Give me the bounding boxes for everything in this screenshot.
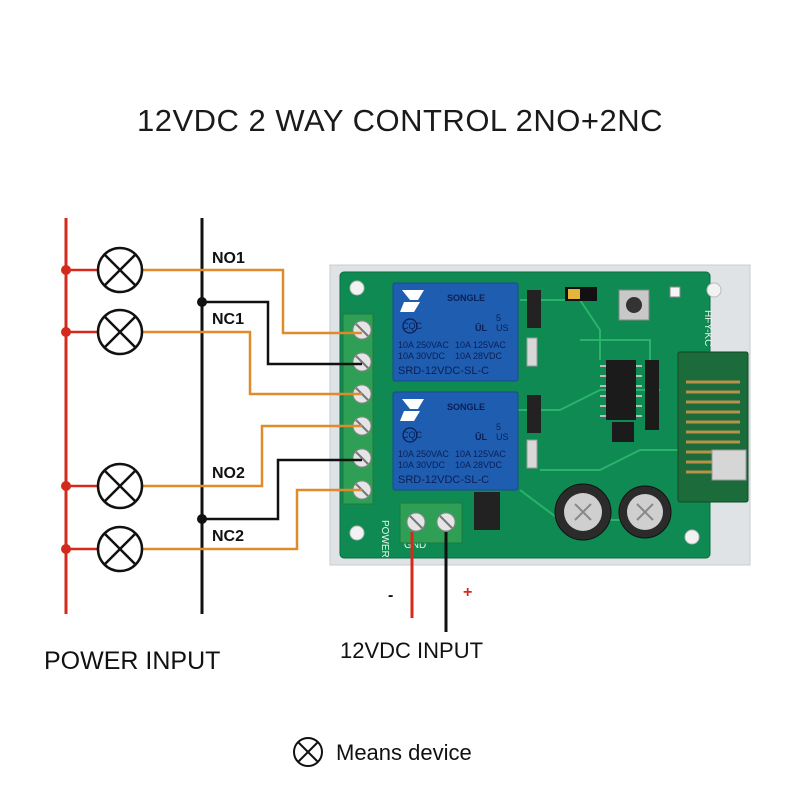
jumper-cap[interactable] <box>568 289 580 299</box>
relay-rating-3: 10A 30VDC <box>398 460 446 470</box>
com2-wire <box>202 458 362 521</box>
mounting-hole <box>349 280 365 296</box>
device-feed-wires <box>66 268 98 551</box>
dc-input-label: 12VDC INPUT <box>340 638 483 663</box>
transistor-ic <box>612 422 634 442</box>
load-wires <box>142 268 362 551</box>
relay-cqc: CQC <box>402 321 423 331</box>
device-icon <box>96 462 144 510</box>
com1-wire <box>202 300 362 366</box>
relay-rating-1: 10A 250VAC <box>398 340 449 350</box>
mounting-hole <box>349 525 365 541</box>
relay-cqc: CQC <box>402 430 423 440</box>
ic-pins <box>600 365 642 417</box>
label-nc1: NC1 <box>212 311 244 328</box>
polarity-positive: + <box>463 584 472 601</box>
board-id: HFY-KC <box>702 310 713 346</box>
decoder-ic <box>606 360 636 420</box>
nc2-wire <box>142 488 362 551</box>
label-no1: NO1 <box>212 250 245 267</box>
relay-rating-3: 10A 30VDC <box>398 351 446 361</box>
relay-brand: SONGLE <box>447 293 485 303</box>
screw-terminals[interactable] <box>352 320 372 500</box>
relay-five-mark: 5 <box>496 422 501 432</box>
ul-mark-icon: ŪL <box>475 323 487 333</box>
no2-wire <box>142 424 362 488</box>
relay-model: SRD-12VDC-SL-C <box>398 474 489 486</box>
relay-rating-4: 10A 28VDC <box>455 351 503 361</box>
live-junction-dots <box>61 265 71 554</box>
device-icon <box>96 308 144 356</box>
mounting-hole <box>684 529 700 545</box>
led <box>669 286 681 298</box>
no1-wire <box>142 268 362 335</box>
power-input-label: POWER INPUT <box>44 647 220 675</box>
cqc-mark-icon <box>402 427 418 443</box>
relay-rating-2: 10A 125VAC <box>455 340 506 350</box>
ul-mark-icon: ŪL <box>475 432 487 442</box>
relay-us-mark: US <box>496 323 509 333</box>
relay-board: SONGLE CQC ŪL 5 US 10A 250VAC 10A 125VAC… <box>329 264 751 566</box>
device-icon <box>96 525 144 573</box>
nc1-wire <box>142 330 362 396</box>
legend-text: Means device <box>336 740 472 765</box>
output-terminal-block <box>342 313 374 505</box>
power-terminal-block <box>399 502 463 544</box>
terminal-housing <box>342 313 374 505</box>
capacitor-2 <box>618 485 672 539</box>
rf-receiver-module <box>677 351 749 503</box>
songle-logo-icon <box>400 399 424 421</box>
mounting-hole <box>706 282 722 298</box>
relay-model: SRD-12VDC-SL-C <box>398 365 489 377</box>
common-wires <box>202 300 362 521</box>
songle-logo-icon <box>400 290 424 312</box>
relay-2: SONGLE CQC ŪL 5 US 10A 250VAC 10A 125VAC… <box>392 391 519 491</box>
resistor-array <box>645 360 659 430</box>
relay-body <box>392 282 519 382</box>
button-cap-icon[interactable] <box>626 297 642 313</box>
label-no2: NO2 <box>212 465 245 482</box>
crystal <box>711 449 747 481</box>
neutral-junction-dots <box>197 297 207 524</box>
relay-body <box>392 391 519 491</box>
relay-rating-1: 10A 250VAC <box>398 449 449 459</box>
regulator <box>474 492 500 530</box>
capacitor-1 <box>554 483 612 541</box>
capacitor-vent-icon <box>574 503 592 521</box>
relay-brand: SONGLE <box>447 402 485 412</box>
resistor <box>526 337 538 367</box>
legend: Means device <box>293 737 472 767</box>
relay-1: SONGLE CQC ŪL 5 US 10A 250VAC 10A 125VAC… <box>392 282 519 382</box>
diode <box>527 290 541 328</box>
diode <box>527 395 541 433</box>
relay-us-mark: US <box>496 432 509 442</box>
legend-device-icon <box>293 737 323 767</box>
relay-five-mark: 5 <box>496 313 501 323</box>
diagram-title: 12VDC 2 WAY CONTROL 2NO+2NC <box>137 103 663 138</box>
capacitor-vent-icon <box>636 503 654 521</box>
relay-rating-2: 10A 125VAC <box>455 449 506 459</box>
relay-rating-4: 10A 28VDC <box>455 460 503 470</box>
gnd-silk: GND <box>404 540 426 551</box>
label-nc2: NC2 <box>212 528 244 545</box>
polarity-negative: - <box>388 587 393 604</box>
device-symbols <box>96 246 144 573</box>
cqc-mark-icon <box>402 318 418 334</box>
resistor <box>526 439 538 469</box>
power-silk: POWER <box>379 520 390 558</box>
device-icon <box>96 246 144 294</box>
